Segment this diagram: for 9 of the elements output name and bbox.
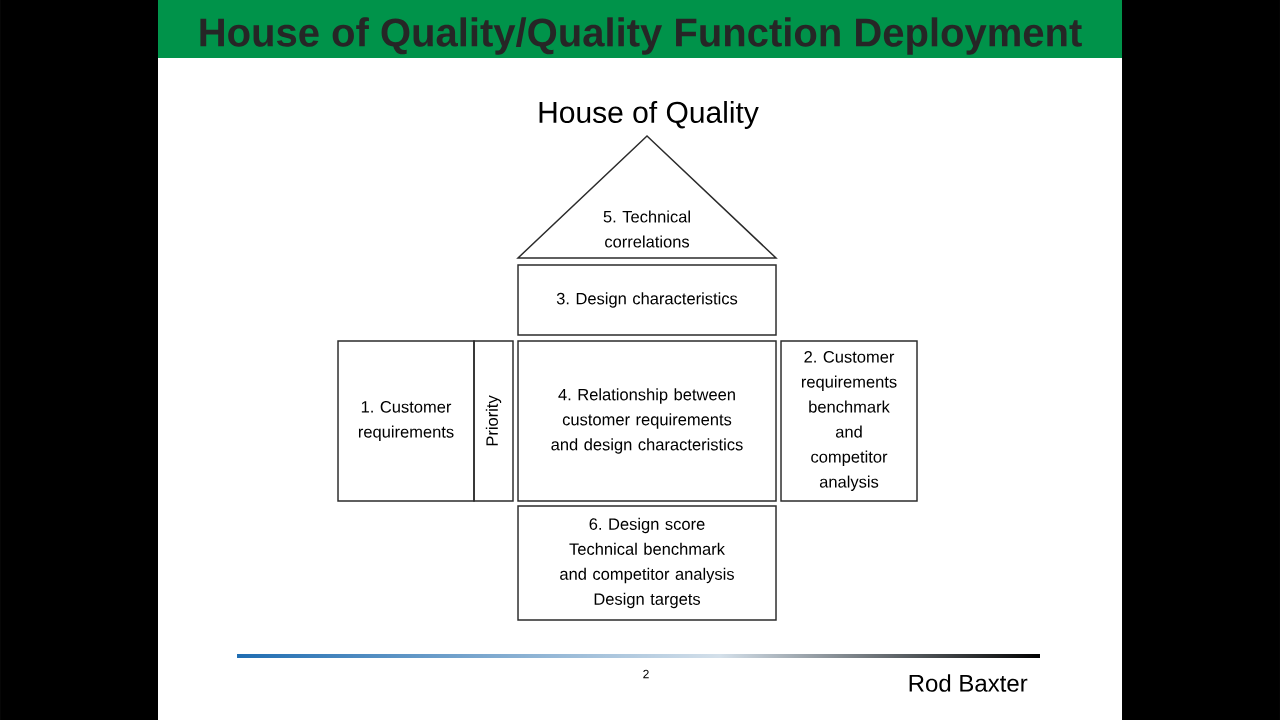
author-name: Rod Baxter [909,674,1028,692]
section-box: 3. Design characteristics [517,264,777,336]
section-box: 6. Design score Technical benchmark and competitor analysis Design targets [517,505,777,621]
section-box: 1. Customer requirements [337,340,475,502]
section-box: 4. Relationship between customer requirements and design characteristics [517,340,777,502]
title-band: House of Quality/Quality Function Deployment [158,0,1122,58]
priority-column: Priority [473,340,514,502]
page-number: 2 [643,669,649,679]
section-box: 2. Customer requirements benchmark and competitor analysis [780,340,918,502]
